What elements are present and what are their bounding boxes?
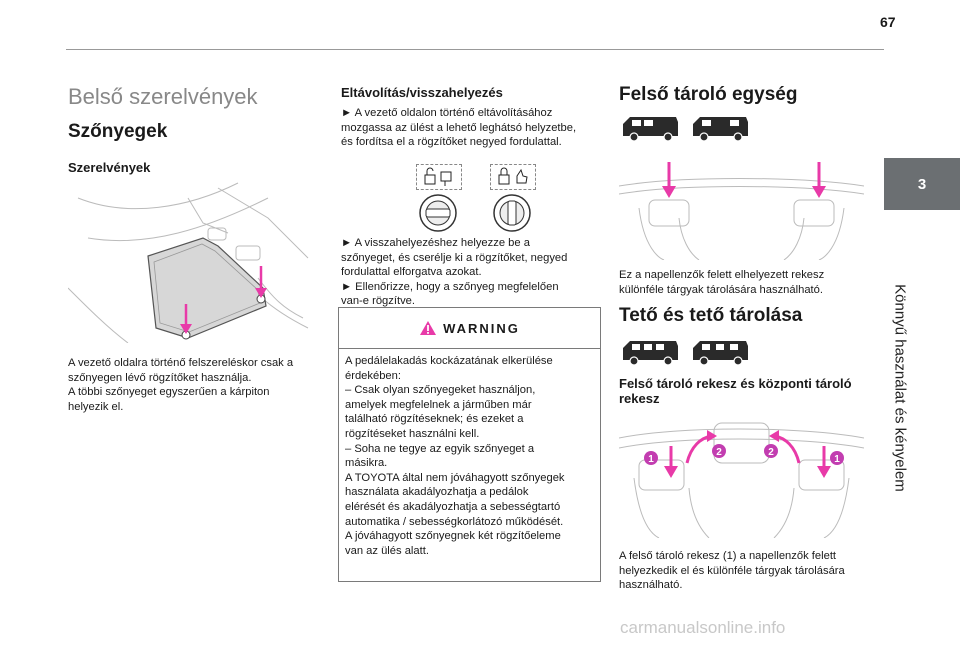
callout-2-right: 2 — [764, 444, 778, 458]
warning-text: A pedálelakadás kockázatának elkerülése … — [345, 355, 565, 557]
warning-title: WARNING — [443, 320, 520, 336]
warning-header: WARNING — [339, 308, 600, 349]
removal-heading: Eltávolítás/visszahelyezés — [341, 85, 503, 100]
callout-1-right: 1 — [830, 451, 844, 465]
van-long-icon-2 — [690, 338, 752, 366]
chapter-label: Könnyű használat és kényelem — [891, 284, 909, 492]
overhead-storage-illustration — [618, 158, 865, 261]
fastener-vertical-icon — [492, 193, 532, 233]
warning-box: WARNING A pedálelakadás kockázatának elk… — [338, 307, 601, 582]
roof-storage-subheading: Felső tároló rekesz és központi tároló r… — [619, 376, 852, 406]
floor-mat-illustration — [67, 178, 320, 344]
fittings-heading: Szerelvények — [68, 160, 151, 175]
removal-instructions: ► A vezető oldalon történő eltávolításáh… — [341, 107, 577, 149]
roof-storage-heading: Tető és tető tárolása — [619, 305, 803, 326]
subsection-title: Szőnyegek — [68, 121, 168, 142]
van-short-icon — [620, 114, 682, 142]
warning-icon — [420, 321, 437, 335]
overhead-storage-caption: Ez a napellenzők felett elhelyezett reke… — [619, 269, 825, 296]
roof-compartment-caption: A felső tároló rekesz (1) a napellenzők … — [619, 550, 845, 592]
callout-2-left: 2 — [712, 444, 726, 458]
header-rule — [66, 49, 884, 50]
svg-text:1: 1 — [834, 454, 840, 465]
floor-mat-caption: A vezető oldalra történő felszereléskor … — [68, 357, 294, 413]
lock-fastener-icon — [490, 164, 536, 190]
roof-compartment-illustration: 1 2 2 1 — [618, 418, 865, 539]
svg-text:1: 1 — [648, 454, 654, 465]
overhead-storage-heading: Felső tároló egység — [619, 84, 798, 105]
van-long-icon — [690, 114, 752, 142]
svg-text:2: 2 — [768, 447, 774, 458]
page-number: 67 — [880, 14, 896, 30]
footer-watermark: carmanualsonline.info — [620, 618, 786, 637]
van-short-icon-2 — [620, 338, 682, 366]
chapter-tab[interactable]: 3 — [884, 158, 960, 210]
unlock-fastener-icon — [416, 164, 462, 190]
callout-1-left: 1 — [644, 451, 658, 465]
section-title: Belső szerelvények — [68, 84, 258, 109]
fastener-horizontal-icon — [418, 193, 458, 233]
svg-text:2: 2 — [716, 447, 722, 458]
refit-instructions: ► A visszahelyezéshez helyezze be a szőn… — [341, 237, 568, 308]
